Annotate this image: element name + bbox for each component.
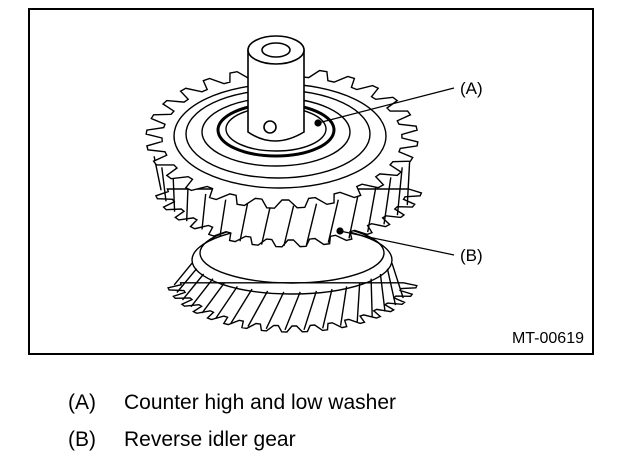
legend-text-a: Counter high and low washer bbox=[124, 391, 396, 414]
callout-a-label: (A) bbox=[460, 79, 483, 98]
legend-item-a: (A) Counter high and low washer bbox=[68, 384, 396, 421]
legend-key-b: (B) bbox=[68, 428, 96, 451]
lower-helical-gear bbox=[167, 222, 418, 333]
legend-key-a: (A) bbox=[68, 391, 96, 414]
legend-item-b: (B) Reverse idler gear bbox=[68, 421, 396, 458]
leader-lines bbox=[314, 87, 455, 256]
figure-code: MT-00619 bbox=[511, 330, 584, 347]
gear-assembly-illustration bbox=[145, 35, 455, 333]
legend-text-b: Reverse idler gear bbox=[124, 428, 296, 451]
legend: (A) Counter high and low washer (B) Reve… bbox=[68, 384, 396, 458]
callout-b-label: (B) bbox=[460, 246, 483, 265]
shaft bbox=[247, 35, 305, 142]
figure-frame: (A) (B) MT-00619 bbox=[28, 8, 594, 355]
